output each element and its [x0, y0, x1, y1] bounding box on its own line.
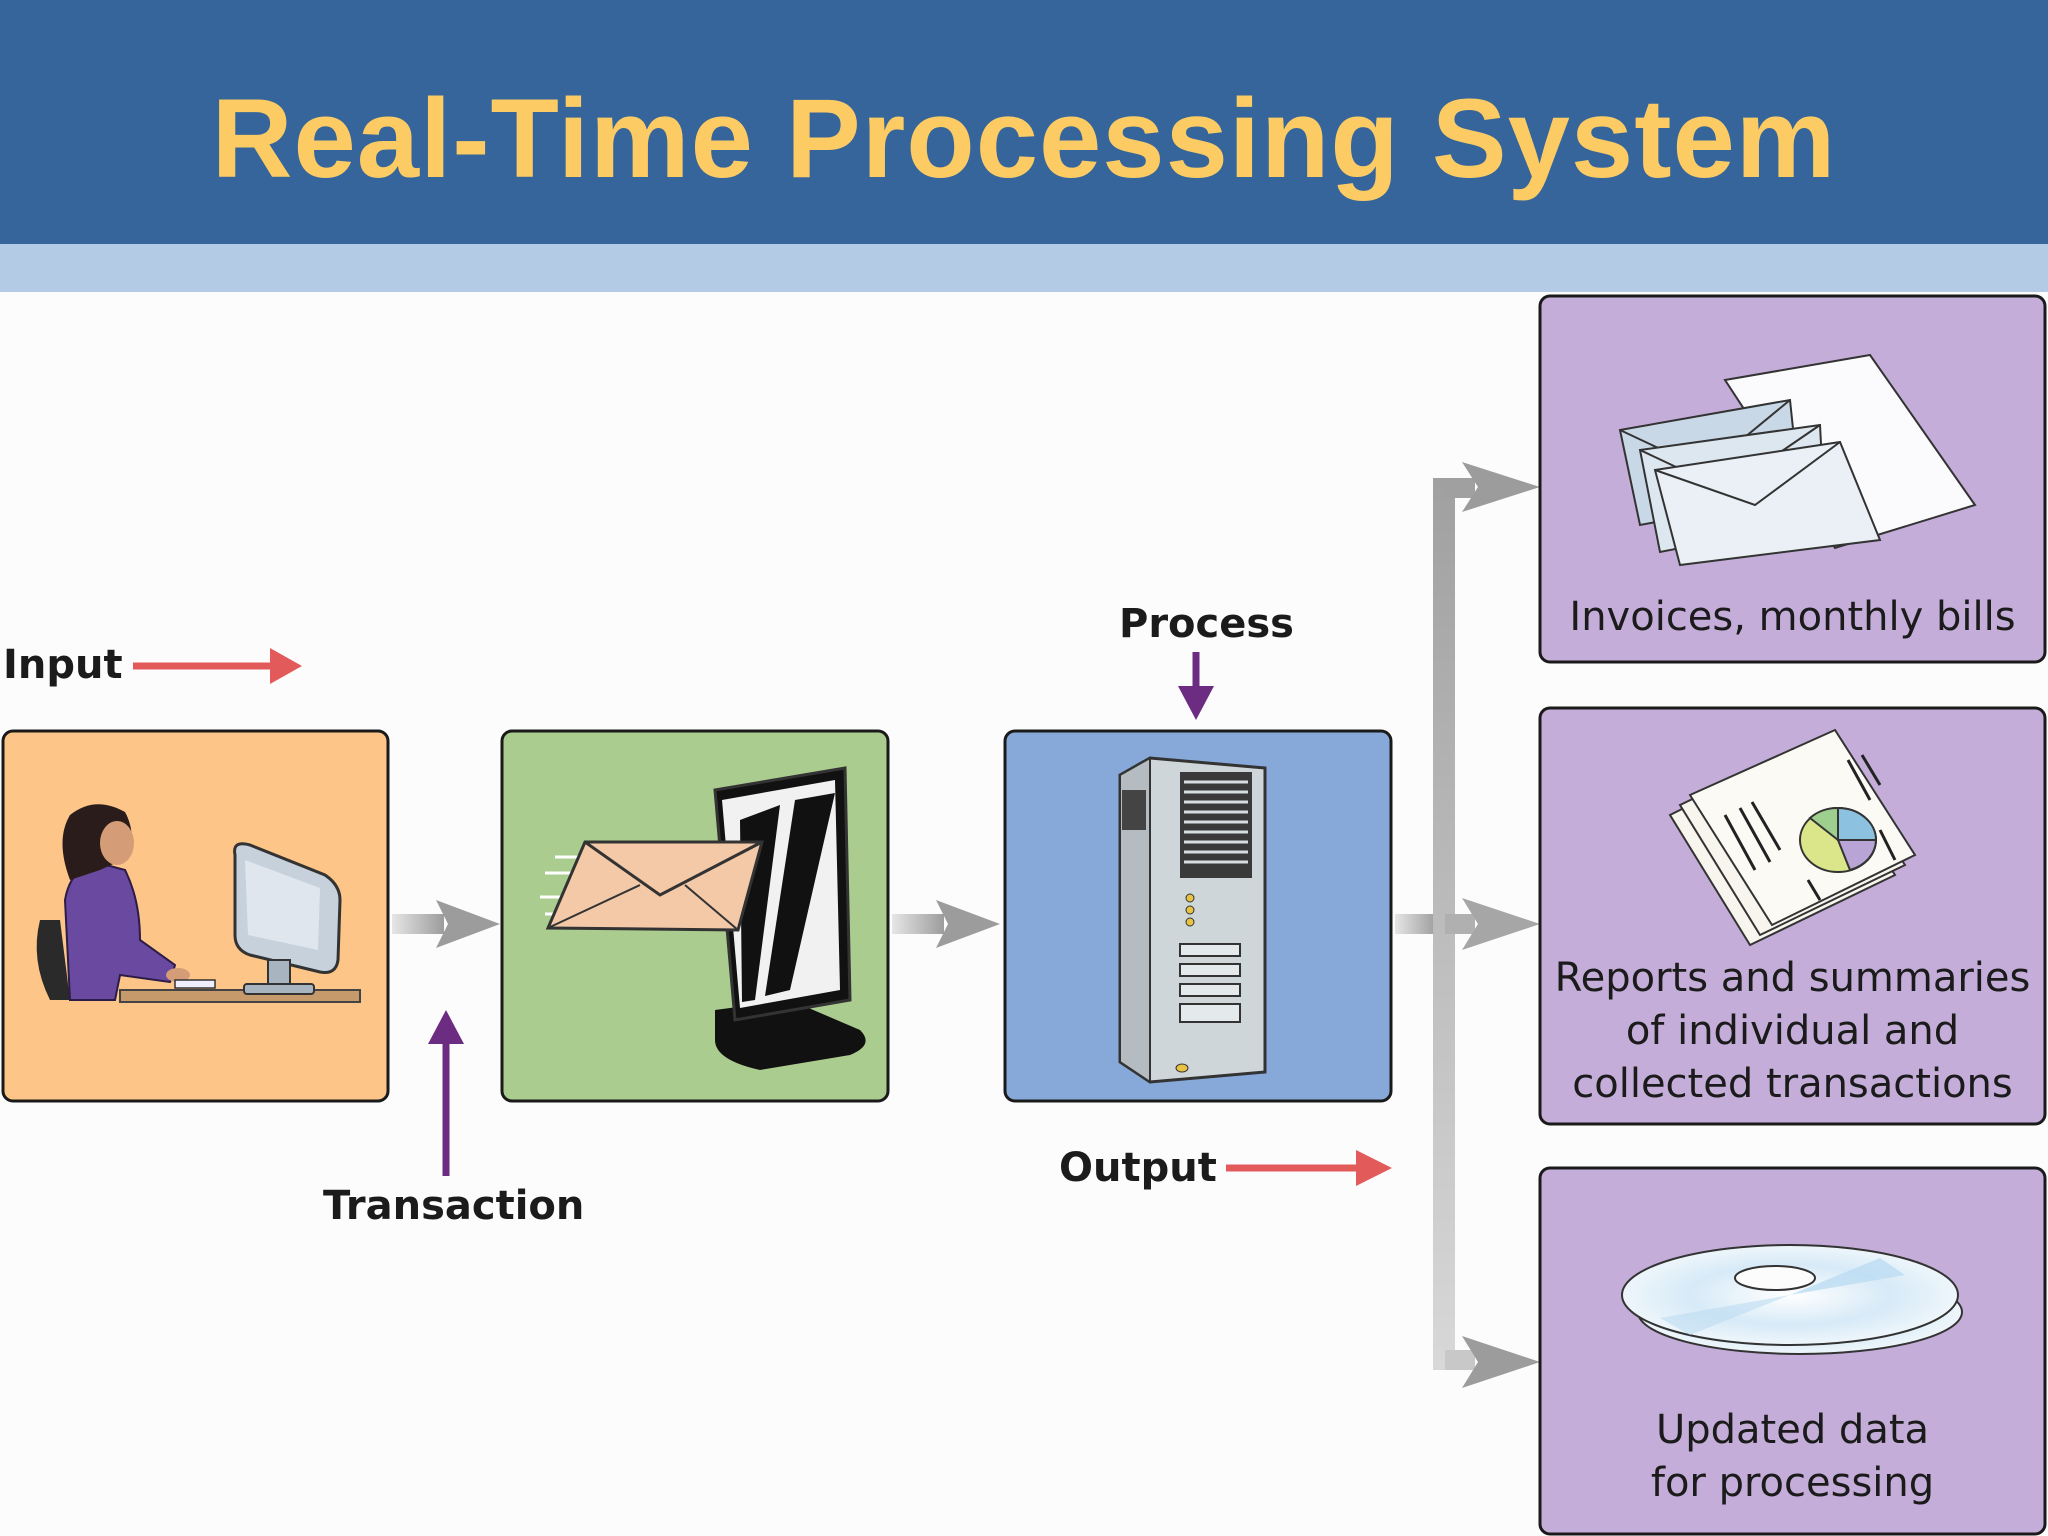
title-subband	[0, 244, 2048, 292]
discs-icon	[1621, 1244, 1963, 1355]
input-label: Input	[3, 642, 123, 688]
input-arrow	[133, 648, 302, 684]
input-panel	[1, 729, 390, 1103]
process-arrow	[1178, 652, 1214, 720]
transmit-panel	[500, 729, 890, 1103]
output-panel-invoices	[1538, 294, 2047, 664]
output-caption-updated-data: Updated data for processing	[1650, 1407, 1935, 1506]
output-arrow	[1226, 1150, 1392, 1186]
flow-arrow-1	[392, 900, 500, 948]
envelopes-icon	[1618, 353, 1977, 567]
process-label: Process	[1119, 601, 1294, 647]
output-caption-reports: Reports and summaries of individual and …	[1554, 955, 2031, 1107]
title-bar	[0, 0, 2048, 244]
output-caption-invoices: Invoices, monthly bills	[1569, 594, 2016, 640]
process-panel	[1003, 729, 1393, 1103]
output-label: Output	[1059, 1145, 1217, 1191]
distribution-bus	[1395, 462, 1540, 1388]
output-panel-reports	[1538, 706, 2047, 1126]
envelope-monitor-icon	[540, 766, 866, 1070]
page-title: Real-Time Processing System	[211, 76, 1837, 201]
flow-arrow-2	[892, 900, 1000, 948]
transaction-label: Transaction	[323, 1183, 585, 1229]
transaction-arrow	[428, 1010, 464, 1176]
server-tower-icon	[1118, 756, 1267, 1084]
output-panel-updated-data	[1538, 1166, 2047, 1536]
person-at-computer-icon	[36, 804, 361, 1003]
reports-icon	[1668, 728, 1917, 947]
